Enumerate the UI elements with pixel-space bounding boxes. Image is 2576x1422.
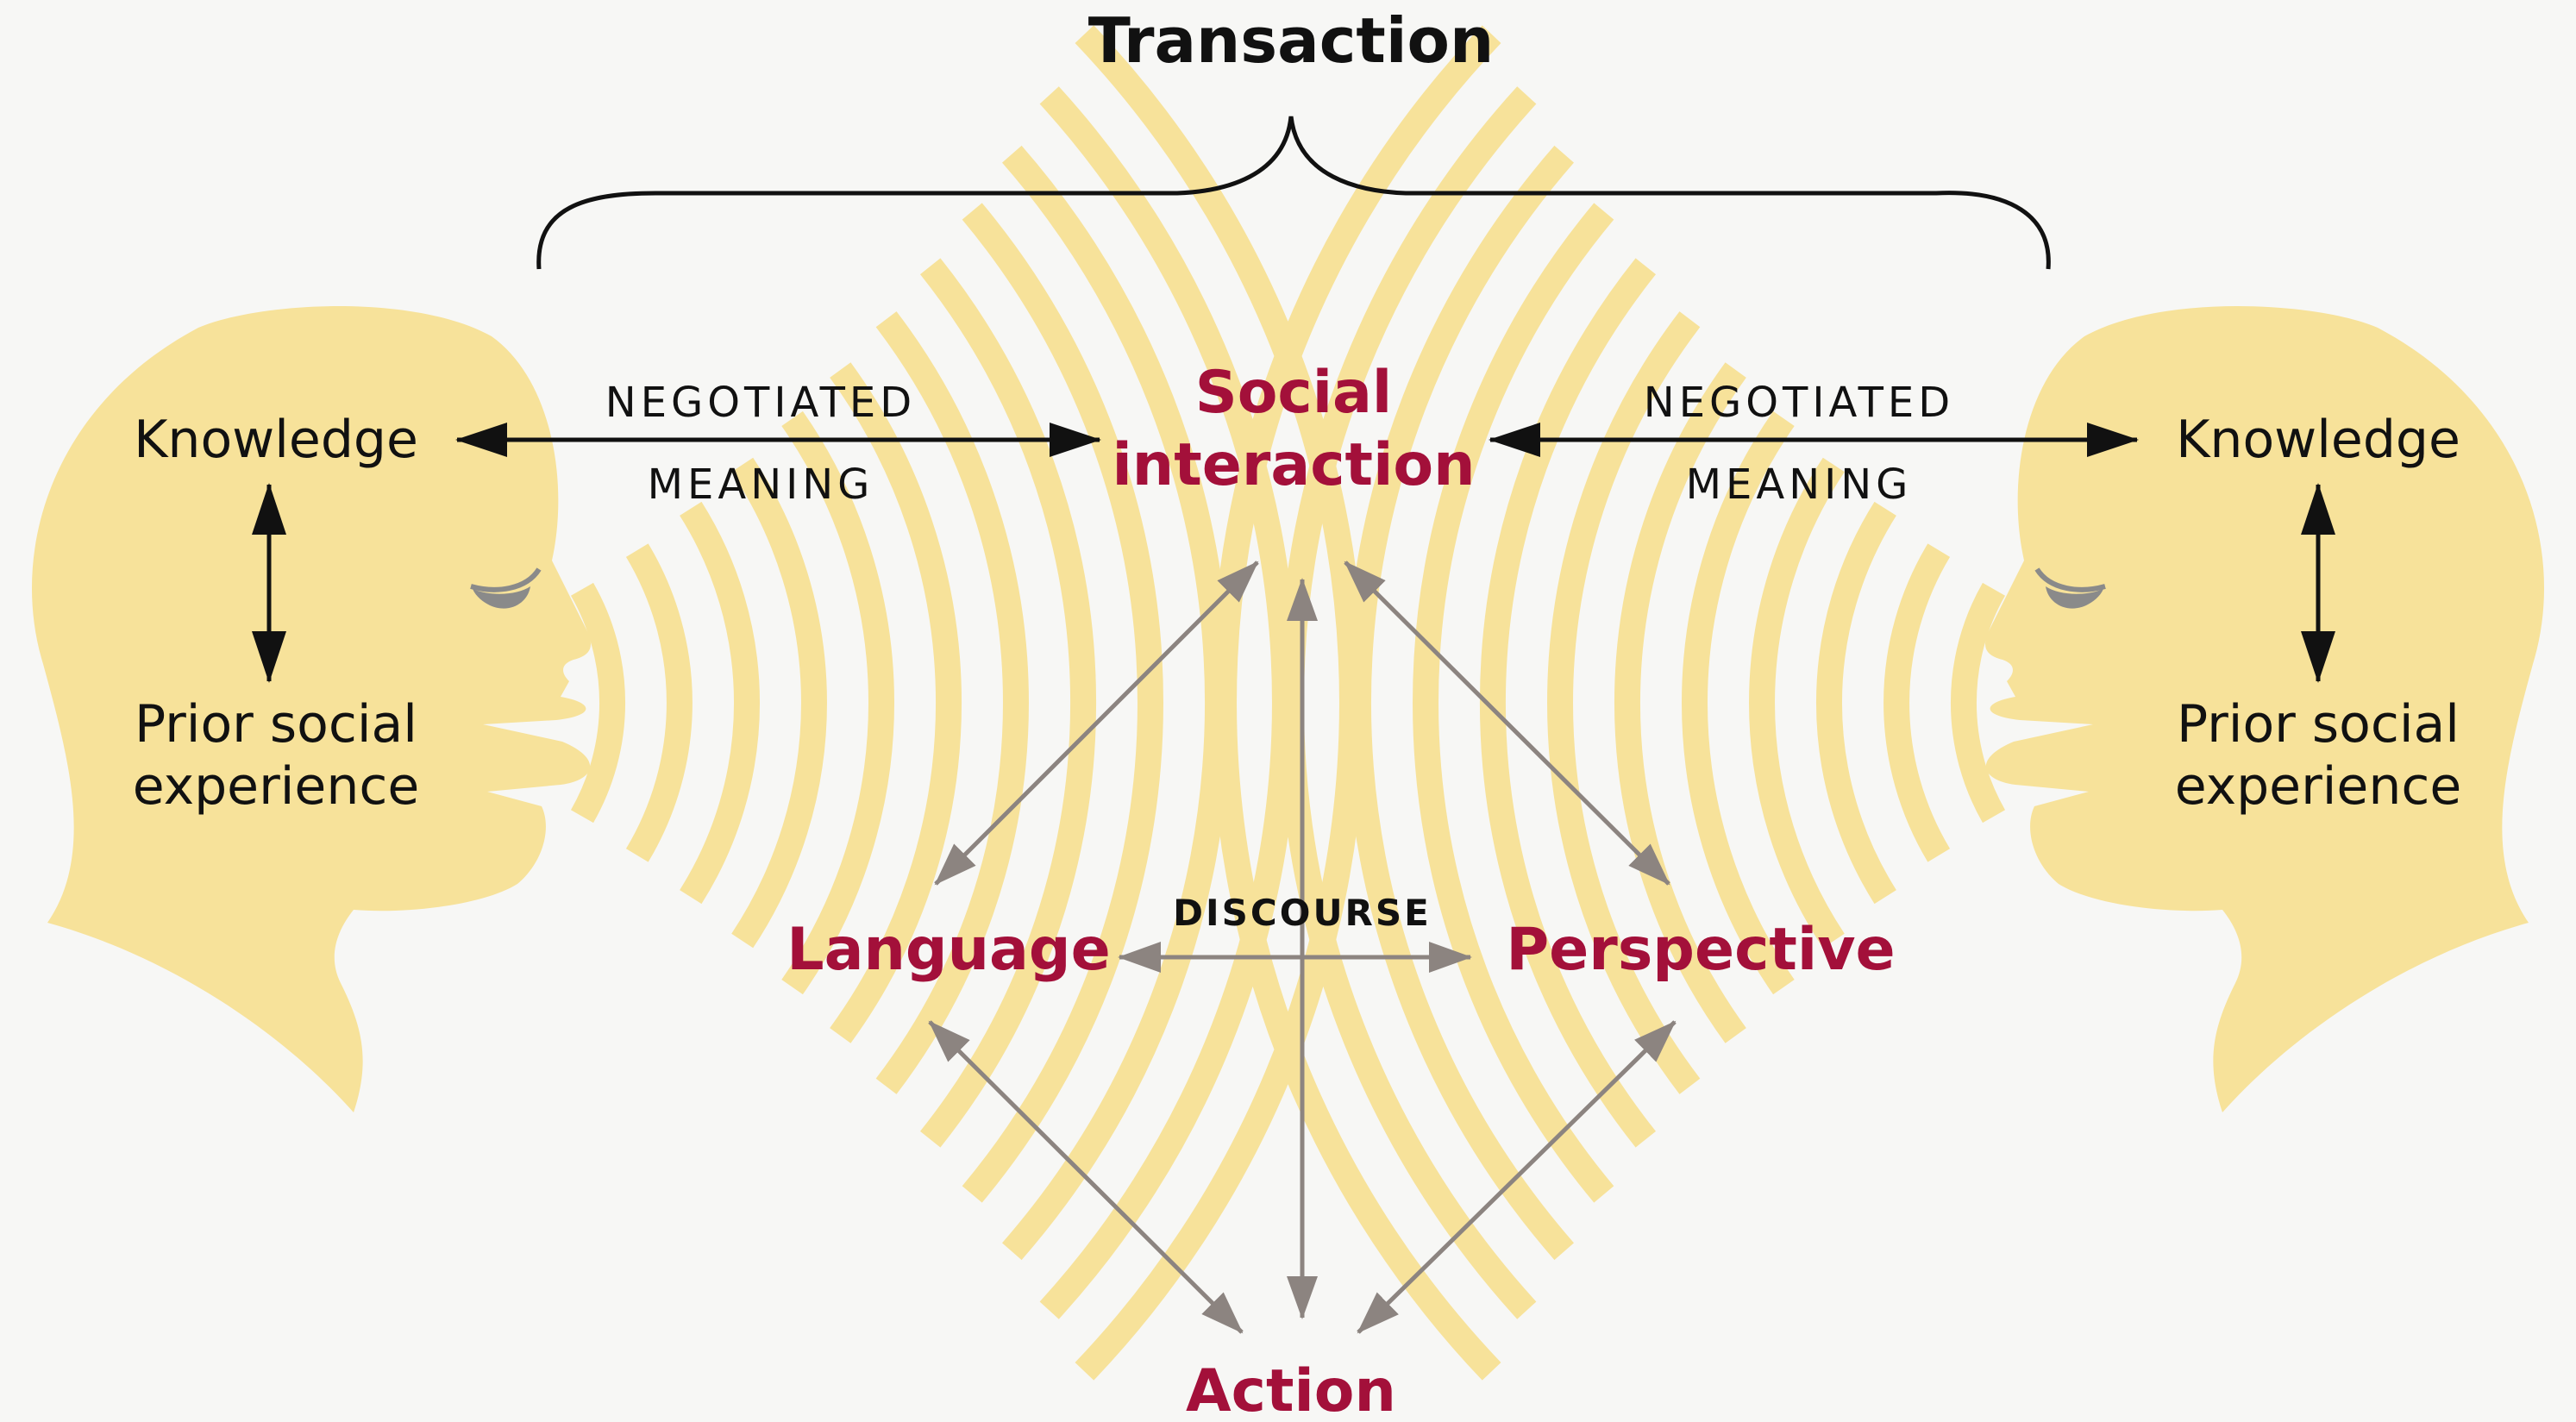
social-interaction-label-line2: interaction (1112, 431, 1475, 499)
right-knowledge-label: Knowledge (2176, 410, 2460, 470)
language-label: Language (787, 916, 1110, 984)
discourse-label: DISCOURSE (1173, 892, 1432, 934)
sound-wave-arc (1749, 457, 1845, 949)
right-eyelid (2034, 567, 2106, 592)
perspective-action-arrow (1357, 1020, 1677, 1334)
sound-wave-arc (625, 543, 693, 862)
sound-wave-arc (1681, 410, 1795, 995)
left-head (31, 306, 592, 1112)
left-prior-label-line1: Prior social (135, 694, 417, 755)
left-meaning-label: MEANING (648, 460, 874, 509)
social-language-arrow (934, 561, 1259, 886)
left-head-silhouette (31, 306, 592, 1112)
right-negotiated-label: NEGOTIATED (1644, 379, 1954, 427)
social-perspective-arrow (1344, 561, 1670, 886)
sound-wave-arc (570, 582, 625, 824)
left-knowledge-label: Knowledge (134, 410, 418, 470)
right-head-silhouette (1985, 306, 2545, 1112)
sound-wave-arc (1883, 543, 1951, 862)
sound-wave-arc (731, 457, 827, 949)
title: Transaction (1088, 4, 1495, 77)
right-eye-icon (2046, 586, 2103, 609)
sound-wave-arc (781, 410, 895, 995)
sound-wave-arc (1951, 582, 2006, 824)
action-label: Action (1186, 1357, 1396, 1422)
sound-wave-arc (680, 501, 761, 905)
perspective-label: Perspective (1506, 916, 1895, 984)
transaction-brace (536, 116, 2051, 270)
left-eyelid (470, 567, 542, 592)
sound-wave-arc (1815, 501, 1896, 905)
social-interaction-label-line1: Social (1195, 359, 1393, 427)
right-head (1985, 306, 2545, 1112)
left-negotiated-label: NEGOTIATED (605, 379, 916, 427)
right-meaning-label: MEANING (1686, 460, 1913, 509)
right-prior-label-line2: experience (2175, 756, 2462, 817)
right-prior-label-line1: Prior social (2177, 694, 2460, 755)
language-action-arrow (928, 1020, 1244, 1334)
left-prior-label-line2: experience (133, 756, 420, 817)
left-eye-icon (473, 586, 530, 609)
